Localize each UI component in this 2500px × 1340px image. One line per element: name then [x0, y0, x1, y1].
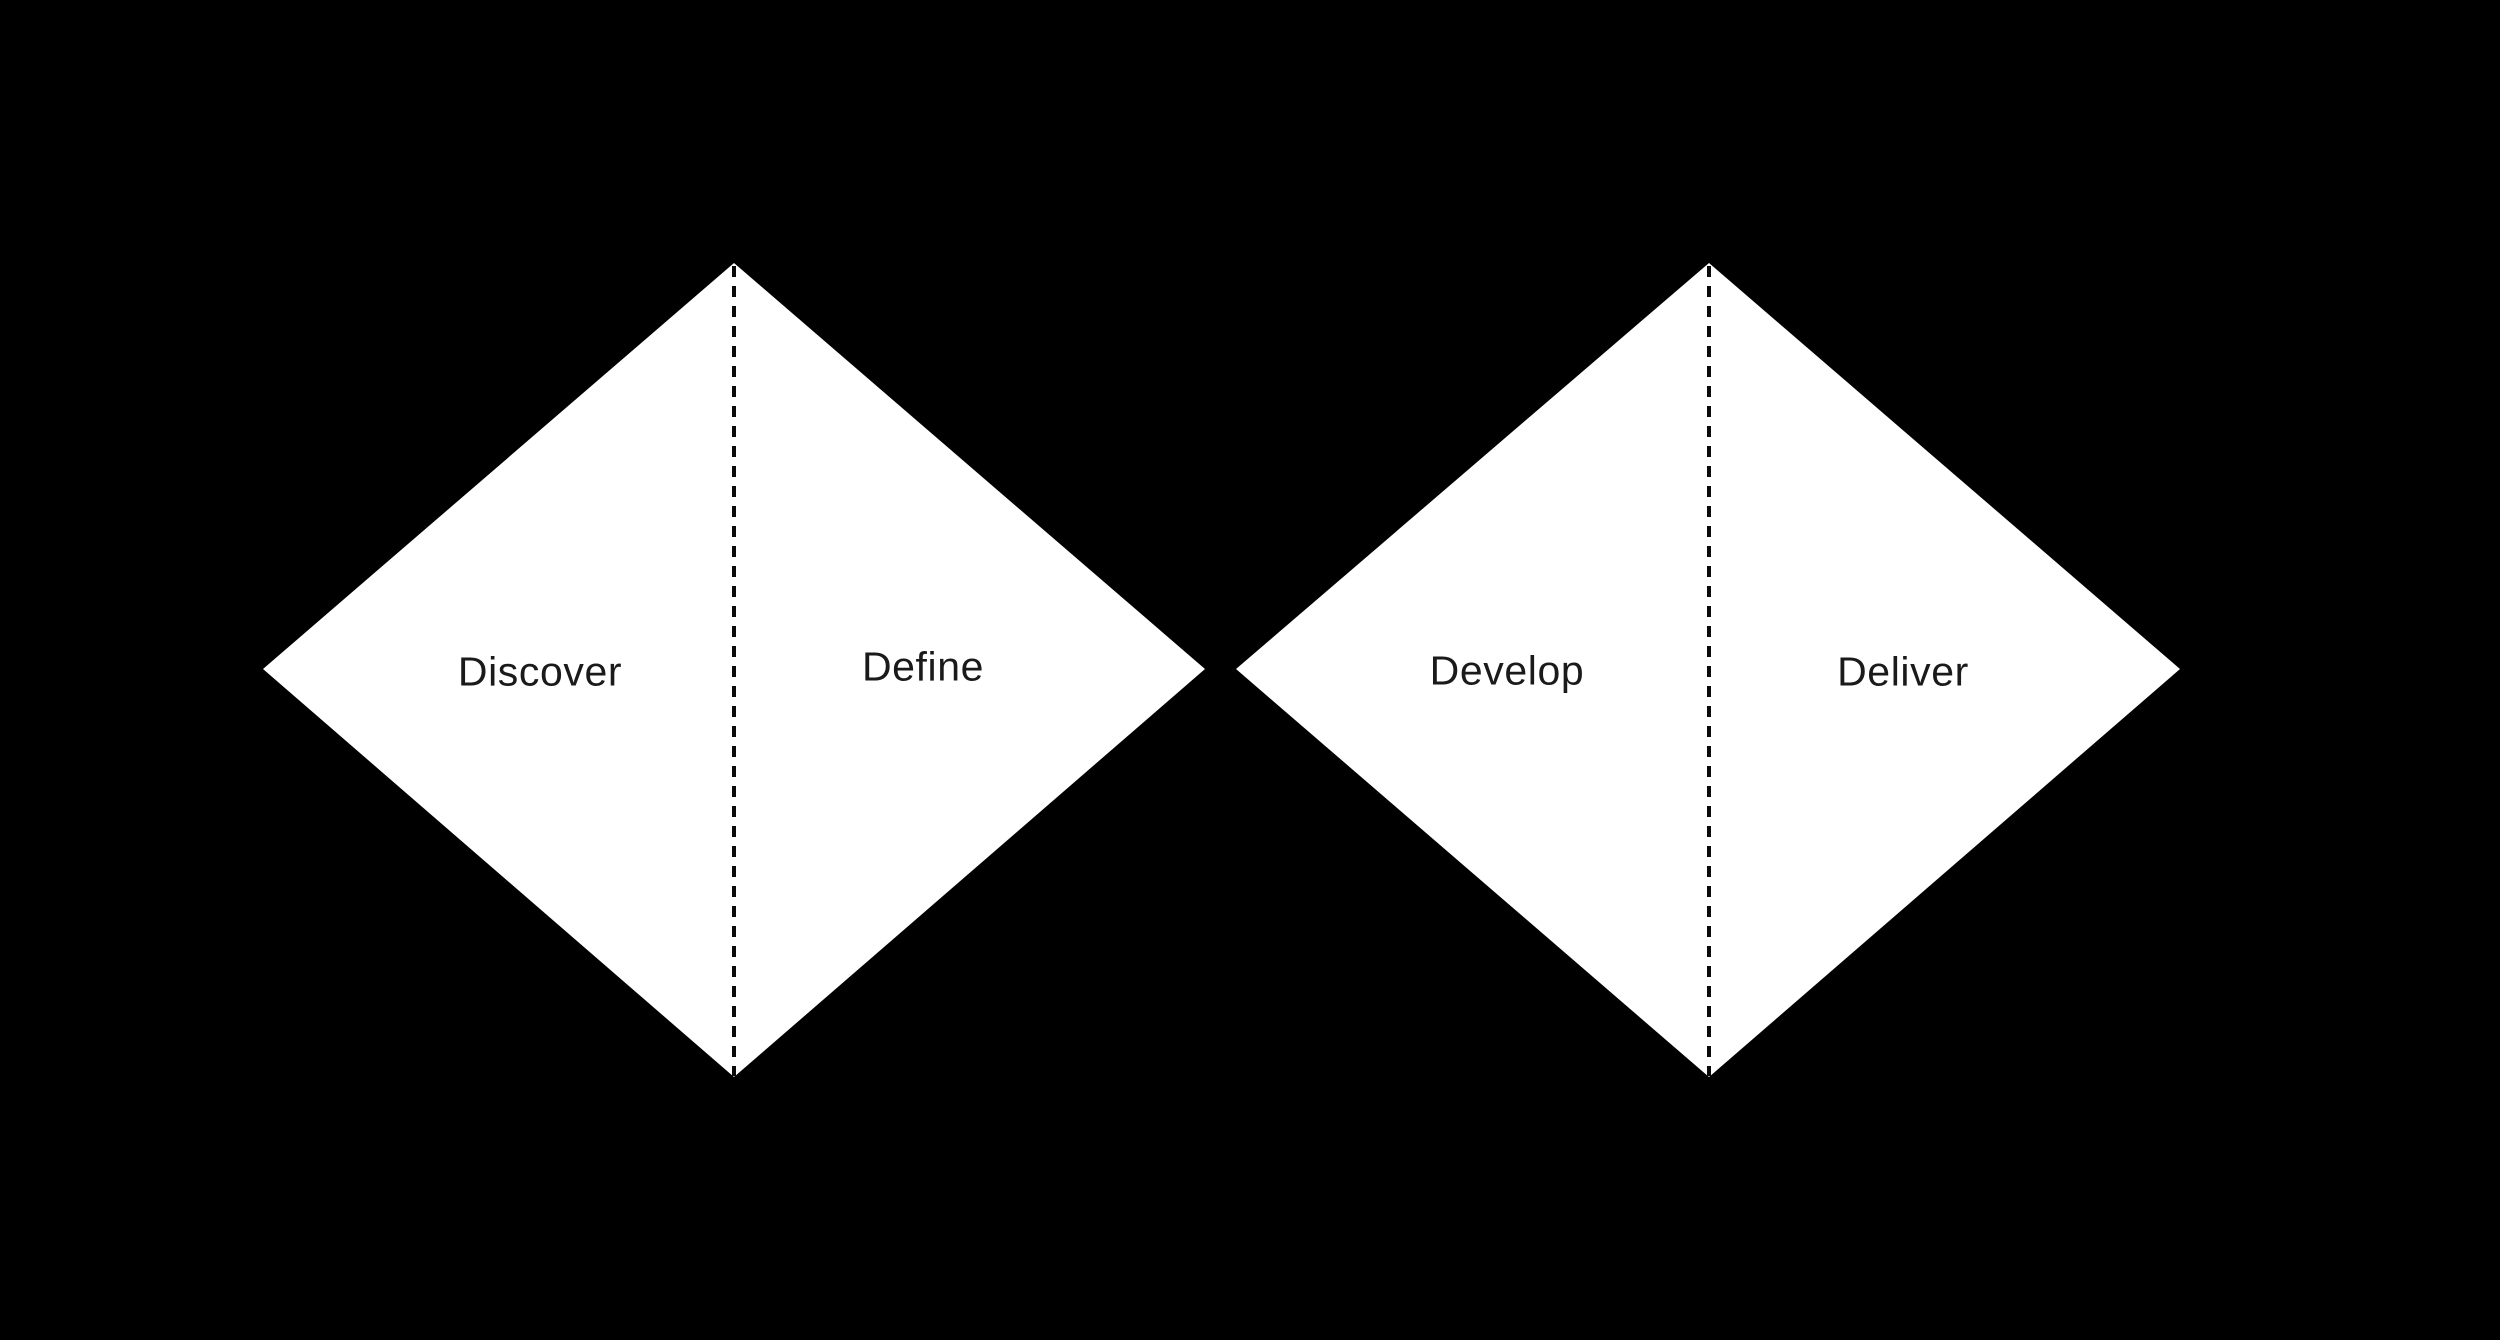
phase-label-deliver: Deliver — [1837, 648, 1969, 695]
phase-label-define: Define — [861, 643, 985, 690]
phase-label-discover: Discover — [457, 648, 623, 695]
phase-label-develop: Develop — [1429, 647, 1585, 694]
